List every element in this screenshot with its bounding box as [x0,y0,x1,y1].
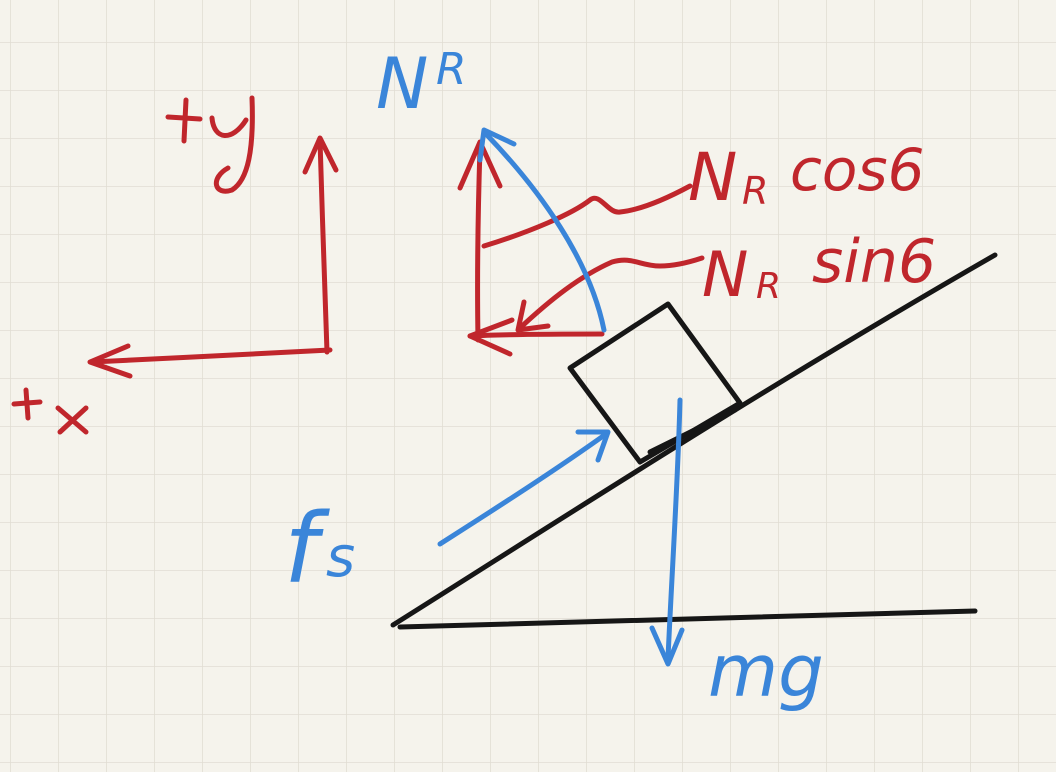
normal-cos-pointer [481,183,693,249]
normal-sin-pointer-tip [515,299,551,333]
normal-cos-tail: cos6 [790,136,925,204]
normal-sin-arrowhead [467,317,515,357]
y-axis-arrowhead [302,135,339,175]
normal-sin-main: N [702,238,748,311]
normal-sin-tail: sin6 [812,227,936,297]
weight-label: mg [708,629,824,713]
incline-slope-line [390,252,998,628]
block-base-shading [647,407,738,455]
normal-force-arrowhead [477,127,517,163]
block-outline [567,301,743,465]
blue-forces [437,127,685,667]
plus-x-label [11,387,89,435]
normal-cos-sub: R [742,169,768,213]
plus-x-letter [55,405,89,435]
incline [390,252,998,630]
normal-force-label: N R [376,43,467,125]
axes [87,135,339,379]
friction-sub: s [326,525,355,590]
friction-arrow [437,431,609,547]
plus-x-plus-sign [11,387,43,421]
normal-sin-horizontal-arrow [467,331,605,339]
incline-base-line [397,608,978,630]
normal-cos-vertical-arrow [475,145,483,343]
friction-arrowhead [575,429,611,463]
normal-force-arrow [483,131,607,333]
normal-cos-label: N R cos6 [688,136,925,216]
weight-arrow [665,397,683,661]
normal-components [457,139,705,357]
plus-y-label [165,95,255,194]
normal-force-sub: R [436,44,467,95]
normal-sin-label: N R sin6 [702,227,936,311]
normal-sin-sub: R [756,266,781,307]
plus-y-plus-sign [165,97,203,144]
x-axis-line [89,347,333,365]
normal-sin-pointer [517,255,705,331]
x-axis-arrowhead [87,343,133,379]
normal-cos-main: N [688,139,737,216]
normal-force-main: N [376,43,428,125]
block [567,301,743,465]
plus-y-letter [209,95,255,194]
y-axis-line [317,137,330,355]
weight-arrowhead [649,625,685,667]
